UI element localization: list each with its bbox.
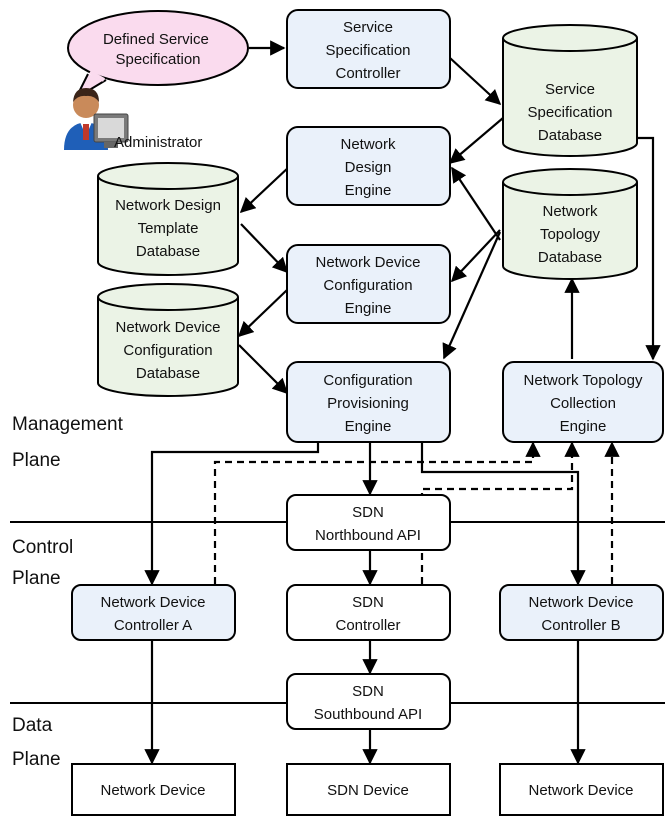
db-label: Database: [136, 365, 200, 382]
box-label: Network Device: [100, 594, 205, 611]
db-label: Database: [538, 127, 602, 144]
arrow-ssc-to-ssd: [449, 57, 502, 106]
defined-service-spec-bubble: Defined Service Specification: [67, 10, 249, 99]
box-label: SDN: [352, 594, 384, 611]
dashed-connectors: [213, 441, 620, 584]
box-label: Controller: [335, 65, 400, 82]
administrator-label: Administrator: [114, 134, 202, 151]
bubble-line: Specification: [115, 51, 200, 68]
box-label: Controller A: [114, 617, 192, 634]
box-label: Configuration: [323, 277, 412, 294]
db-label: Network Design: [115, 197, 221, 214]
db-label: Specification: [527, 104, 612, 121]
sdn-northbound-api-box: SDN Northbound API: [286, 494, 451, 551]
arrow-ndce-to-ndcd: [237, 289, 288, 338]
box-label: SDN: [352, 504, 384, 521]
box-label: Network Device: [315, 254, 420, 271]
device-label: Network Device: [528, 782, 633, 799]
dashed-ndca-to-ntce: [213, 441, 541, 584]
svg-text:Defined Service Specific: Defined Service Specification: [103, 31, 213, 68]
box-label: Engine: [560, 418, 607, 435]
box-label: Engine: [345, 418, 392, 435]
box-label: Engine: [345, 300, 392, 317]
administrator-icon: Administrator: [64, 88, 202, 151]
box-label: Service: [343, 19, 393, 36]
box-label: SDN: [352, 683, 384, 700]
db-label: Topology: [540, 226, 601, 243]
arrow-nde-to-ndtd: [239, 165, 291, 214]
arrow-ntd-to-nde: [451, 166, 501, 241]
bubble-line: Defined Service: [103, 31, 209, 48]
sdn-device: SDN Device: [286, 763, 451, 816]
arrow-cpe-to-ndcb: [420, 442, 586, 586]
box-label: Engine: [345, 182, 392, 199]
network-device-right: Network Device: [499, 763, 664, 816]
connectors: [144, 40, 661, 765]
arrow-ndcd-to-cpe: [238, 344, 289, 395]
db-label: Configuration: [123, 342, 212, 359]
box-label: Specification: [325, 42, 410, 59]
db-label: Network Device: [115, 319, 220, 336]
box-label: Network: [340, 136, 396, 153]
db-label: Network: [542, 203, 598, 220]
arrow-ssd-to-nde: [448, 117, 504, 164]
device-label: Network Device: [100, 782, 205, 799]
box-label: Configuration: [323, 372, 412, 389]
sdn-southbound-api-box: SDN Southbound API: [286, 673, 451, 730]
device-label: SDN Device: [327, 782, 409, 799]
box-label: Collection: [550, 395, 616, 412]
box-label: Controller B: [541, 617, 620, 634]
box-label: Design: [345, 159, 392, 176]
db-label: Service: [545, 81, 595, 98]
box-label: Controller: [335, 617, 400, 634]
db-label: Database: [538, 249, 602, 266]
arrow-ntd-to-ndce: [450, 229, 501, 283]
arrow-cpe-to-ndca: [144, 442, 320, 586]
sdn-controller-box: SDN Controller: [286, 584, 451, 641]
box-label: Southbound API: [314, 706, 422, 723]
box-label: Network Topology: [524, 372, 643, 389]
arrow-ndtd-to-ndce: [240, 223, 289, 274]
db-label: Database: [136, 243, 200, 260]
dashed-sdnc-to-ntce: [420, 441, 580, 584]
arrow-ntd-to-cpe: [442, 231, 502, 360]
network-device-left: Network Device: [71, 763, 236, 816]
box-label: Network Device: [528, 594, 633, 611]
box-label: Northbound API: [315, 527, 421, 544]
arrow-ssd-to-ntce: [637, 136, 661, 361]
db-label: Template: [138, 220, 199, 237]
box-label: Provisioning: [327, 395, 409, 412]
